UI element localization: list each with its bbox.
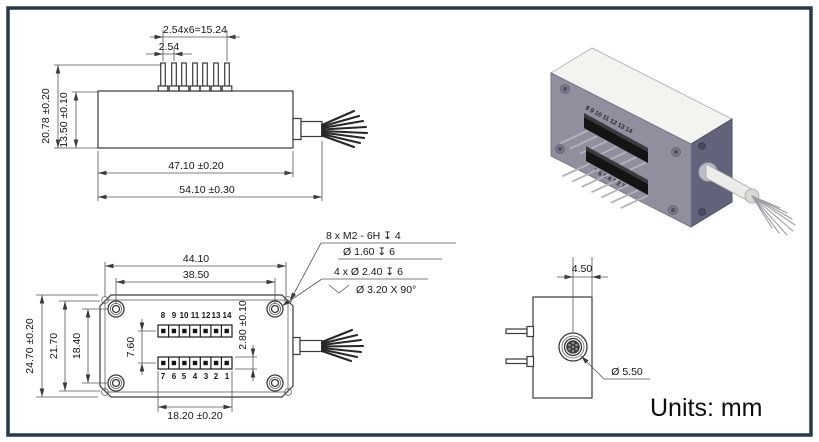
svg-text:4: 4 xyxy=(193,372,198,381)
top-view-pins xyxy=(157,62,233,92)
hole-callouts: 8 x M2 - 6H ↧ 4 Ø 1.60 ↧ 6 4 x Ø 2.40 ↧ … xyxy=(280,230,456,308)
svg-text:9: 9 xyxy=(172,311,177,320)
svg-text:14: 14 xyxy=(223,311,232,320)
top-view-fiber-pigtail xyxy=(292,109,369,149)
dim-pin-row-span: 18.20 ±0.20 xyxy=(167,410,223,422)
side-view-body xyxy=(505,296,593,399)
svg-text:6: 6 xyxy=(172,372,177,381)
bottom-view-dimensions: 44.10 38.50 24.70 ±0.20 21.70 18.40 7.60 xyxy=(24,253,287,422)
dim-pin-pitch-total: 2.54x6=15.24 xyxy=(163,24,227,36)
top-view-body xyxy=(97,62,369,149)
isometric-view: 8 9 10 11 12 13 14 7 6 5 4 3 2 1 xyxy=(549,47,796,236)
fiber-port xyxy=(558,332,588,362)
svg-text:11: 11 xyxy=(191,311,200,320)
svg-text:12: 12 xyxy=(202,311,211,320)
dim-hole-span-h-inner: 38.50 xyxy=(183,269,209,281)
iso-header-top xyxy=(560,113,648,176)
svg-text:10: 10 xyxy=(180,311,189,320)
dim-length-body: 47.10 ±0.20 xyxy=(168,160,224,172)
sheet-border xyxy=(6,6,813,437)
dim-height-body: 13.50 ±0.10 xyxy=(58,92,70,148)
side-view: 4.50 Ø 5.50 xyxy=(505,257,650,399)
pin-numbers-bottom: 7 6 5 4 3 2 1 xyxy=(161,372,230,381)
bottom-view: 8 9 10 11 12 13 14 7 6 5 4 3 2 1 xyxy=(24,230,456,422)
svg-text:5: 5 xyxy=(182,372,187,381)
svg-text:2: 2 xyxy=(214,372,219,381)
dim-length-overall: 54.10 ±0.30 xyxy=(179,184,235,196)
pad-row-top xyxy=(157,324,233,338)
svg-text:1: 1 xyxy=(225,372,230,381)
dim-hole-span-v-outer: 21.70 xyxy=(48,333,60,359)
countersink-icon xyxy=(328,284,350,294)
iso-header-bottom xyxy=(562,146,649,209)
iso-front-face xyxy=(550,72,692,228)
dim-fiber-offset: 4.50 xyxy=(572,263,593,275)
units-note: Units: mm xyxy=(650,394,763,422)
dim-pin-pitch: 2.54 xyxy=(159,41,180,53)
callout-thread-line2: Ø 1.60 ↧ 6 xyxy=(343,246,395,258)
dim-fiber-diameter: Ø 5.50 xyxy=(611,366,643,378)
dim-pad-height: 2.80 ±0.10 xyxy=(237,300,249,350)
iso-screws xyxy=(555,84,706,216)
svg-text:7: 7 xyxy=(161,372,166,381)
callout-thread-line1: 8 x M2 - 6H ↧ 4 xyxy=(326,230,401,242)
top-view-dimensions: 2.54x6=15.24 2.54 20.78 ±0.20 13.50 ±0.1… xyxy=(40,24,323,201)
iso-fiber-output xyxy=(698,162,796,236)
dim-height-overall: 20.78 ±0.20 xyxy=(40,88,52,144)
bottom-view-fiber-pigtail xyxy=(292,328,365,363)
bottom-view-body: 8 9 10 11 12 13 14 7 6 5 4 3 2 1 xyxy=(99,294,365,398)
top-view: 2.54x6=15.24 2.54 20.78 ±0.20 13.50 ±0.1… xyxy=(40,24,369,201)
callout-cbore-line2: Ø 3.20 X 90° xyxy=(356,284,416,296)
svg-text:8: 8 xyxy=(161,311,166,320)
svg-text:3: 3 xyxy=(204,372,209,381)
corner-hole xyxy=(284,388,292,396)
dim-hole-span-h-outer: 44.10 xyxy=(183,253,209,265)
svg-text:13: 13 xyxy=(212,311,221,320)
corner-hole xyxy=(101,388,109,396)
pin-numbers-top: 8 9 10 11 12 13 14 xyxy=(161,311,232,320)
dim-height-overall-bottom: 24.70 ±0.20 xyxy=(24,318,36,374)
callout-cbore-line1: 4 x Ø 2.40 ↧ 6 xyxy=(334,266,403,278)
dim-row-pitch: 7.60 xyxy=(125,337,137,358)
pad-row-bottom xyxy=(157,356,233,370)
side-view-dimensions: 4.50 Ø 5.50 xyxy=(557,257,650,380)
dim-hole-span-v-inner: 18.40 xyxy=(71,333,83,359)
